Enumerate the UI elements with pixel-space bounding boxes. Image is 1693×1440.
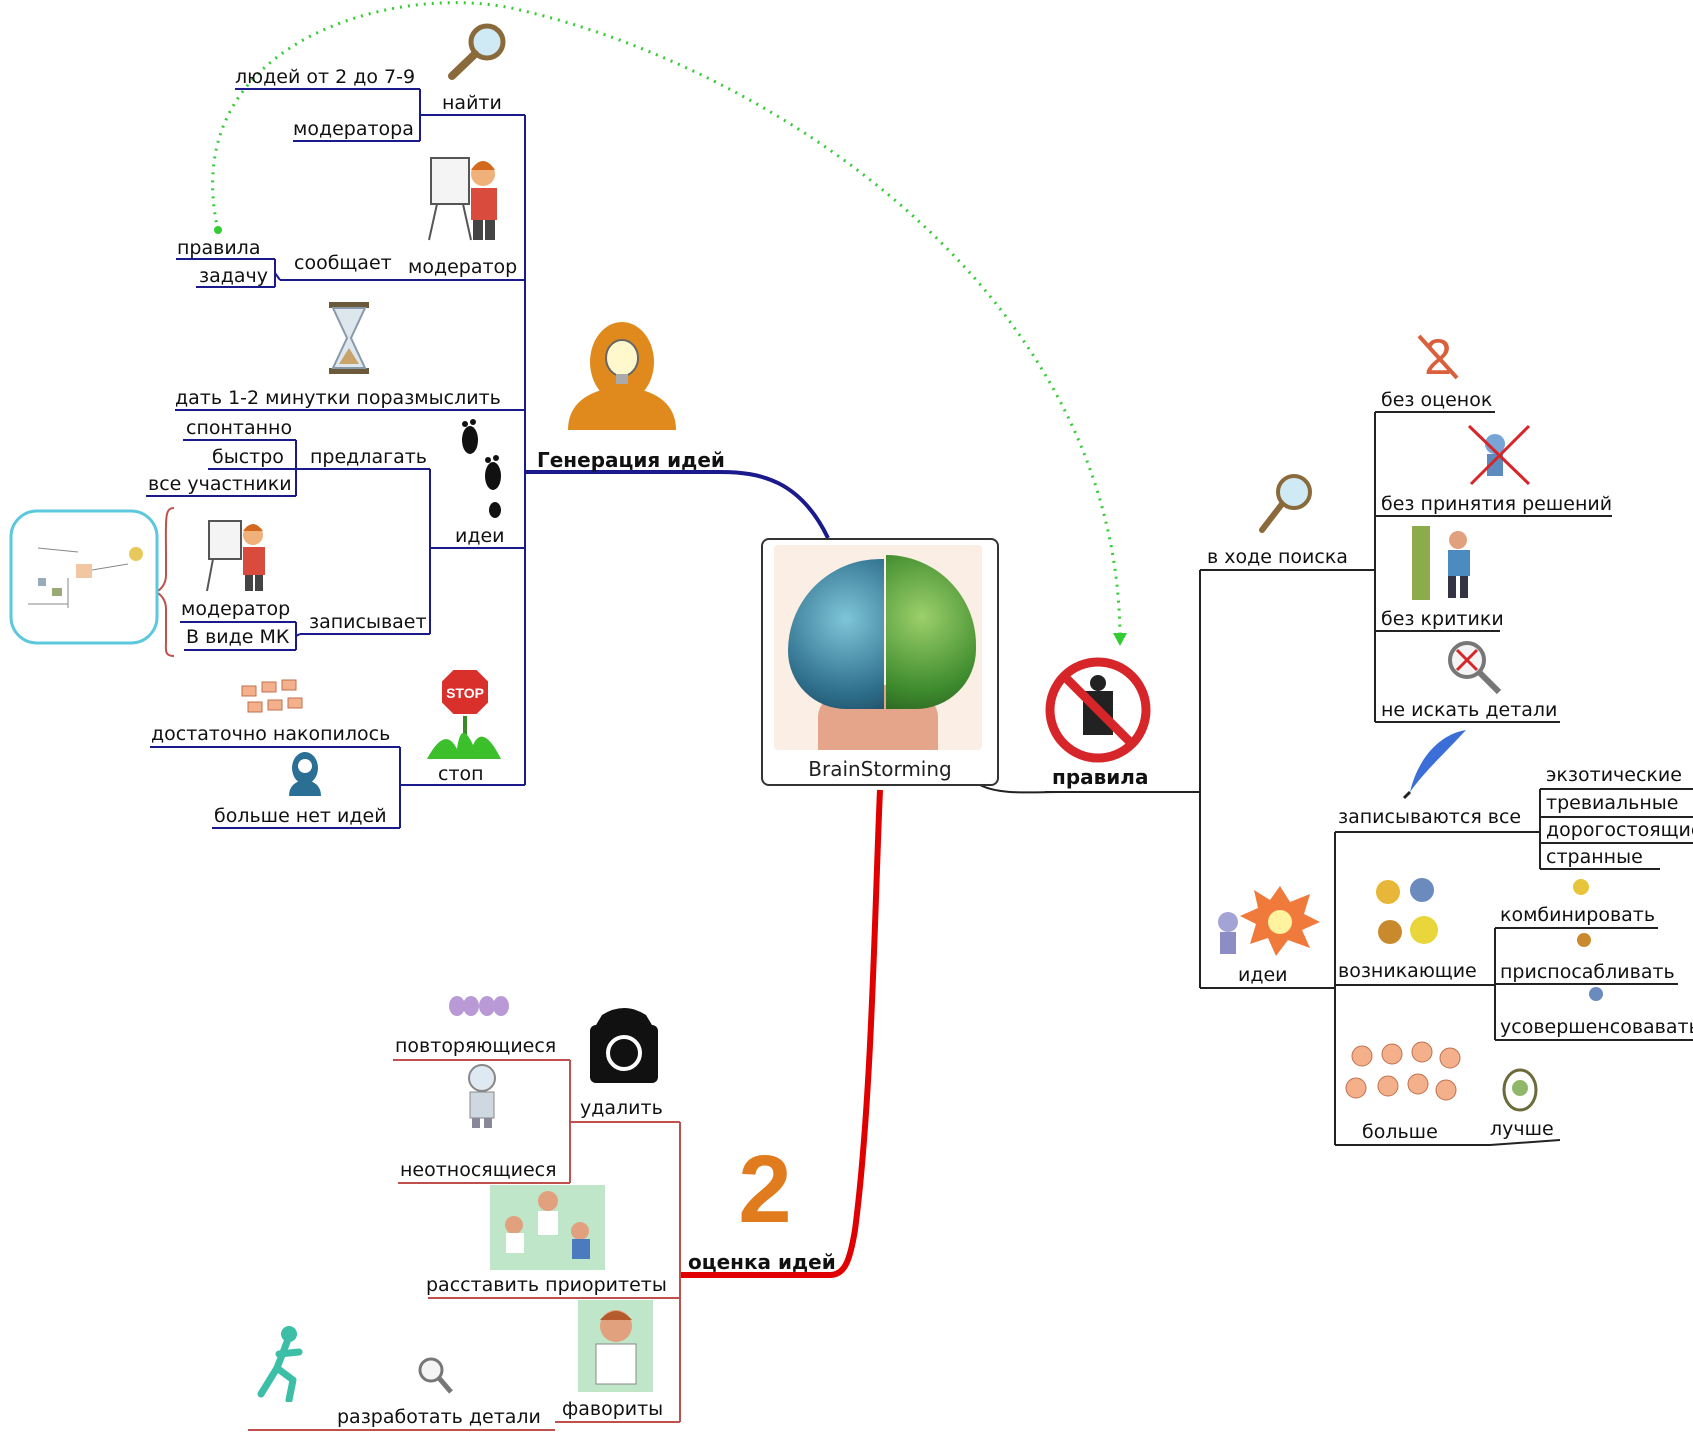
combine-label[interactable]: комбинировать: [1500, 904, 1656, 926]
think-label[interactable]: дать 1-2 минутки поразмыслить: [175, 387, 501, 409]
gear-small-icon: [1585, 985, 1607, 1007]
better-label[interactable]: лучше: [1490, 1118, 1554, 1140]
propose-label[interactable]: предлагать: [310, 446, 427, 468]
butterflies-icon: [447, 992, 512, 1031]
magnifier-icon: [442, 20, 512, 84]
footprints-icon: [455, 418, 510, 522]
find-moderator-label[interactable]: модератора: [293, 118, 414, 140]
find-label[interactable]: найти: [442, 92, 502, 114]
crossed-decision-icon: [1463, 418, 1533, 492]
moderator-label[interactable]: модератор: [408, 256, 518, 278]
evaluation-number: 2: [738, 1138, 791, 1230]
head-bulb-icon: [560, 318, 685, 437]
recycle-bin-icon: [582, 1003, 667, 1092]
magnifier-icon: [415, 1354, 455, 1400]
central-topic-label: BrainStorming: [808, 757, 952, 781]
generation-main-link: [525, 470, 830, 539]
branch-title-rules[interactable]: правила: [1052, 765, 1149, 789]
runner-icon: [253, 1324, 311, 1406]
branch-title-evaluation[interactable]: оценка идей: [688, 1250, 836, 1274]
records-moderator-label[interactable]: модератор: [181, 598, 291, 620]
gears-icon: [1370, 874, 1445, 958]
mindmap-thumbnail-icon: [8, 508, 160, 650]
no-details-label[interactable]: не искать детали: [1381, 699, 1558, 721]
rules-ideas-label[interactable]: идеи: [1238, 964, 1288, 986]
expensive-label[interactable]: дорогостоящие: [1546, 819, 1693, 841]
idea-sheets-icon: [238, 678, 313, 724]
enough-label[interactable]: достаточно накопилось: [151, 723, 391, 745]
irrelevant-label[interactable]: неотносящиеся: [400, 1159, 557, 1181]
quill-icon: [1400, 728, 1470, 804]
rules-label[interactable]: правила: [177, 237, 261, 259]
stop-label[interactable]: стоп: [438, 763, 484, 785]
brain-image: [774, 545, 982, 750]
relationship-dot: [214, 226, 222, 234]
medal-icon: [1502, 1068, 1538, 1118]
ideas-label[interactable]: идеи: [455, 525, 505, 547]
critic-icon: [1406, 522, 1486, 606]
crossed-magnifier-icon: [1443, 636, 1503, 700]
number-two-icon: 2: [725, 1136, 805, 1243]
favorite-person-icon: [578, 1300, 653, 1396]
repeating-label[interactable]: повторяющиеся: [395, 1035, 557, 1057]
gear-small-icon: [1570, 877, 1592, 901]
gear-small-icon: [1575, 930, 1593, 954]
relationship-arrowhead: [1113, 633, 1127, 646]
no-more-ideas-label[interactable]: больше нет идей: [214, 805, 387, 827]
all-recorded-label[interactable]: записываются все: [1338, 806, 1522, 828]
delete-label[interactable]: удалить: [580, 1097, 663, 1119]
explosion-idea-icon: [1210, 882, 1320, 961]
branch-title-generation[interactable]: Генерация идей: [537, 448, 725, 472]
more-label[interactable]: больше: [1362, 1121, 1438, 1143]
astronaut-icon: [462, 1062, 502, 1132]
records-label[interactable]: записывает: [309, 611, 427, 633]
no-criticism-label[interactable]: без критики: [1381, 608, 1504, 630]
magnifier-icon: [1252, 470, 1317, 544]
hourglass-icon: [327, 302, 371, 378]
trivial-label[interactable]: тревиальные: [1546, 792, 1679, 814]
svg-text:STOP: STOP: [446, 685, 484, 701]
find-people-label[interactable]: людей от 2 до 7-9: [235, 66, 416, 88]
thinking-head-icon: [285, 750, 325, 800]
emerging-label[interactable]: возникающие: [1338, 960, 1477, 982]
spontaneous-label[interactable]: спонтанно: [186, 417, 293, 439]
all-participants-label[interactable]: все участники: [148, 473, 292, 495]
informs-label[interactable]: сообщает: [294, 252, 392, 274]
as-mindmap-label[interactable]: В виде МК: [186, 626, 290, 648]
fast-label[interactable]: быстро: [212, 446, 284, 468]
artist-moderator-icon: [425, 150, 505, 249]
exotic-label[interactable]: экзотические: [1546, 764, 1682, 786]
task-label[interactable]: задачу: [199, 265, 268, 287]
improve-label[interactable]: усовершенсовавать: [1500, 1016, 1693, 1038]
search-label[interactable]: в ходе поиска: [1207, 546, 1348, 568]
team-meeting-icon: [490, 1185, 605, 1274]
no-grades-label[interactable]: без оценок: [1381, 389, 1493, 411]
crossed-grade-icon: 2: [1413, 328, 1463, 387]
evaluation-main-link: [680, 789, 883, 1278]
prioritize-label[interactable]: расставить приоритеты: [426, 1274, 667, 1296]
stop-sign-icon: STOP: [425, 665, 505, 764]
strange-label[interactable]: странные: [1546, 846, 1643, 868]
idea-faces-icon: [1340, 1040, 1470, 1119]
no-decisions-label[interactable]: без принятия решений: [1381, 493, 1613, 515]
no-entry-rules-icon: [1043, 655, 1153, 769]
artist-moderator-icon: [205, 515, 275, 599]
develop-details-label[interactable]: разработать детали: [337, 1406, 541, 1428]
adapt-label[interactable]: приспосабливать: [1500, 961, 1675, 983]
favorites-label[interactable]: фавориты: [562, 1398, 664, 1420]
